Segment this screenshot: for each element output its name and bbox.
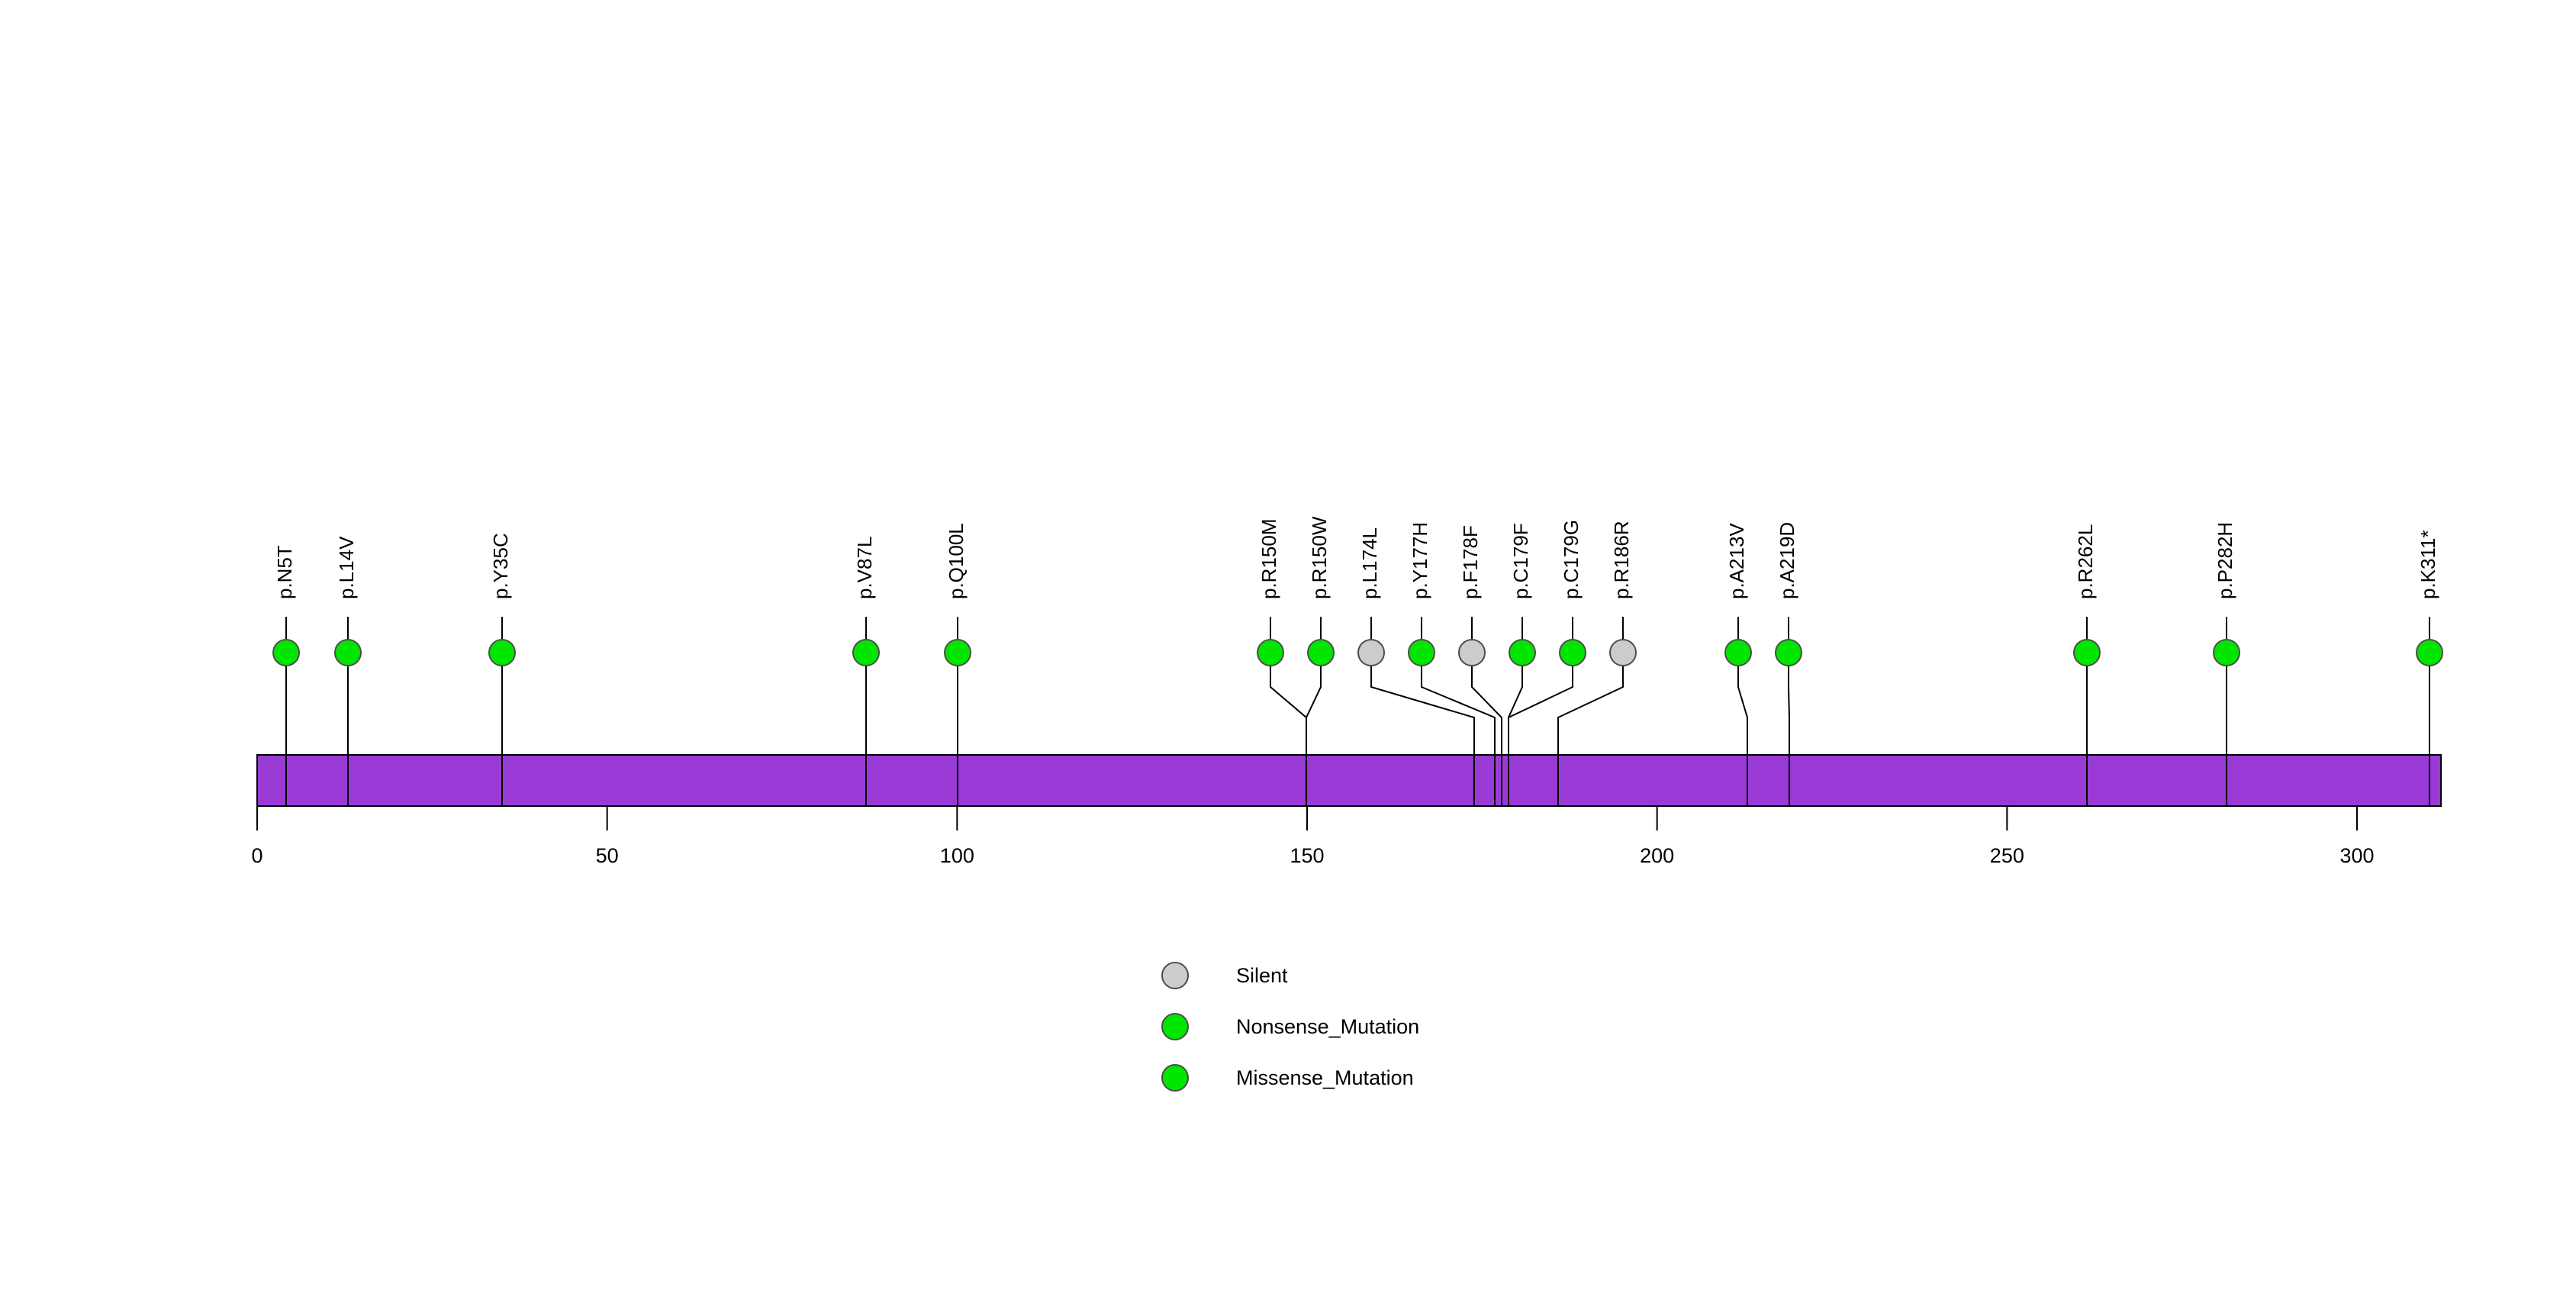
mutation-label: p.C179F [1509, 523, 1532, 599]
mutation-marker-pQ100L[interactable] [944, 639, 971, 666]
mutation-marker-pR150M[interactable] [1257, 639, 1284, 666]
mutation-marker-pR150W[interactable] [1307, 639, 1335, 666]
mutation-marker-pC179G[interactable] [1559, 639, 1586, 666]
mutation-marker-pA213V[interactable] [1724, 639, 1752, 666]
legend-label-silent: Silent [1236, 964, 1288, 987]
x-axis-tick-label: 0 [251, 844, 262, 867]
mutation-label: p.V87L [853, 537, 876, 599]
mutation-label: p.Q100L [945, 523, 968, 599]
mutation-label: p.A213V [1725, 523, 1748, 599]
protein-domain-bar[interactable] [256, 754, 2442, 807]
mutation-connector [1421, 666, 1496, 806]
mutation-label: p.R150M [1257, 519, 1280, 600]
mutation-marker-pY177H[interactable] [1408, 639, 1435, 666]
mutation-connector [1370, 666, 1475, 806]
mutation-label: p.L174L [1358, 527, 1381, 599]
mutation-labels-layer: p.N5T p.L14V p.Y35C p.V87L p.Q100L p.R150M p.R… [273, 516, 2439, 599]
x-axis-tick-label: 150 [1290, 844, 1324, 867]
mutation-label: p.Y177H [1409, 522, 1431, 599]
mutation-connector [1471, 666, 1502, 806]
mutation-label: p.L14V [335, 536, 358, 599]
mutation-connector [1306, 666, 1322, 806]
mutation-connectors-layer [285, 666, 2430, 806]
mutation-label: p.Y35C [489, 533, 512, 599]
legend-swatch-silent[interactable] [1161, 962, 1189, 989]
x-axis-tick-label: 50 [596, 844, 619, 867]
mutation-marker-pA219D[interactable] [1775, 639, 1802, 666]
mutation-label: p.A219D [1776, 522, 1798, 599]
mutation-marker-pL14V[interactable] [334, 639, 362, 666]
legend-swatch-nonsense_mutation[interactable] [1161, 1013, 1189, 1040]
x-axis-tick-label: 250 [1990, 844, 2024, 867]
mutation-connector [1508, 666, 1573, 806]
mutation-label: p.R186R [1610, 521, 1633, 599]
mutation-label: p.R262L [2074, 524, 2097, 599]
mutation-label: p.N5T [273, 545, 296, 599]
mutation-label: p.F178F [1459, 525, 1482, 599]
legend-swatch-missense_mutation[interactable] [1161, 1064, 1189, 1092]
legend-label-nonsense_mutation: Nonsense_Mutation [1236, 1015, 1419, 1038]
mutation-marker-pK311[interactable] [2416, 639, 2443, 666]
x-axis-tick-label: 100 [940, 844, 974, 867]
mutation-marker-pR186R[interactable] [1609, 639, 1637, 666]
mutation-label: p.K311* [2417, 530, 2439, 599]
mutation-label: p.P282H [2214, 522, 2236, 599]
legend-label-missense_mutation: Missense_Mutation [1236, 1066, 1414, 1089]
mutation-marker-pR262L[interactable] [2073, 639, 2101, 666]
mutation-connector [1557, 666, 1624, 806]
mutation-marker-pL174L[interactable] [1357, 639, 1385, 666]
mutation-label: p.R150W [1308, 516, 1331, 599]
mutation-marker-pC179F[interactable] [1509, 639, 1536, 666]
mutation-label: p.C179G [1560, 520, 1583, 599]
mutation-marker-pV87L[interactable] [852, 639, 880, 666]
mutation-marker-pY35C[interactable] [488, 639, 516, 666]
mutation-markers-layer [272, 639, 2443, 666]
protein-backbone-group [256, 754, 2442, 807]
x-axis-tick-label: 300 [2339, 844, 2374, 867]
mutation-marker-pN5T[interactable] [272, 639, 300, 666]
mutation-stems-layer [285, 617, 2430, 640]
mutation-marker-pP282H[interactable] [2213, 639, 2240, 666]
x-axis-ticks-layer: 0 50 100 150 200 250 300 [251, 806, 2375, 867]
x-axis-tick-label: 200 [1640, 844, 1674, 867]
mutation-connector [1737, 666, 1748, 806]
mutation-marker-pF178F[interactable] [1458, 639, 1486, 666]
